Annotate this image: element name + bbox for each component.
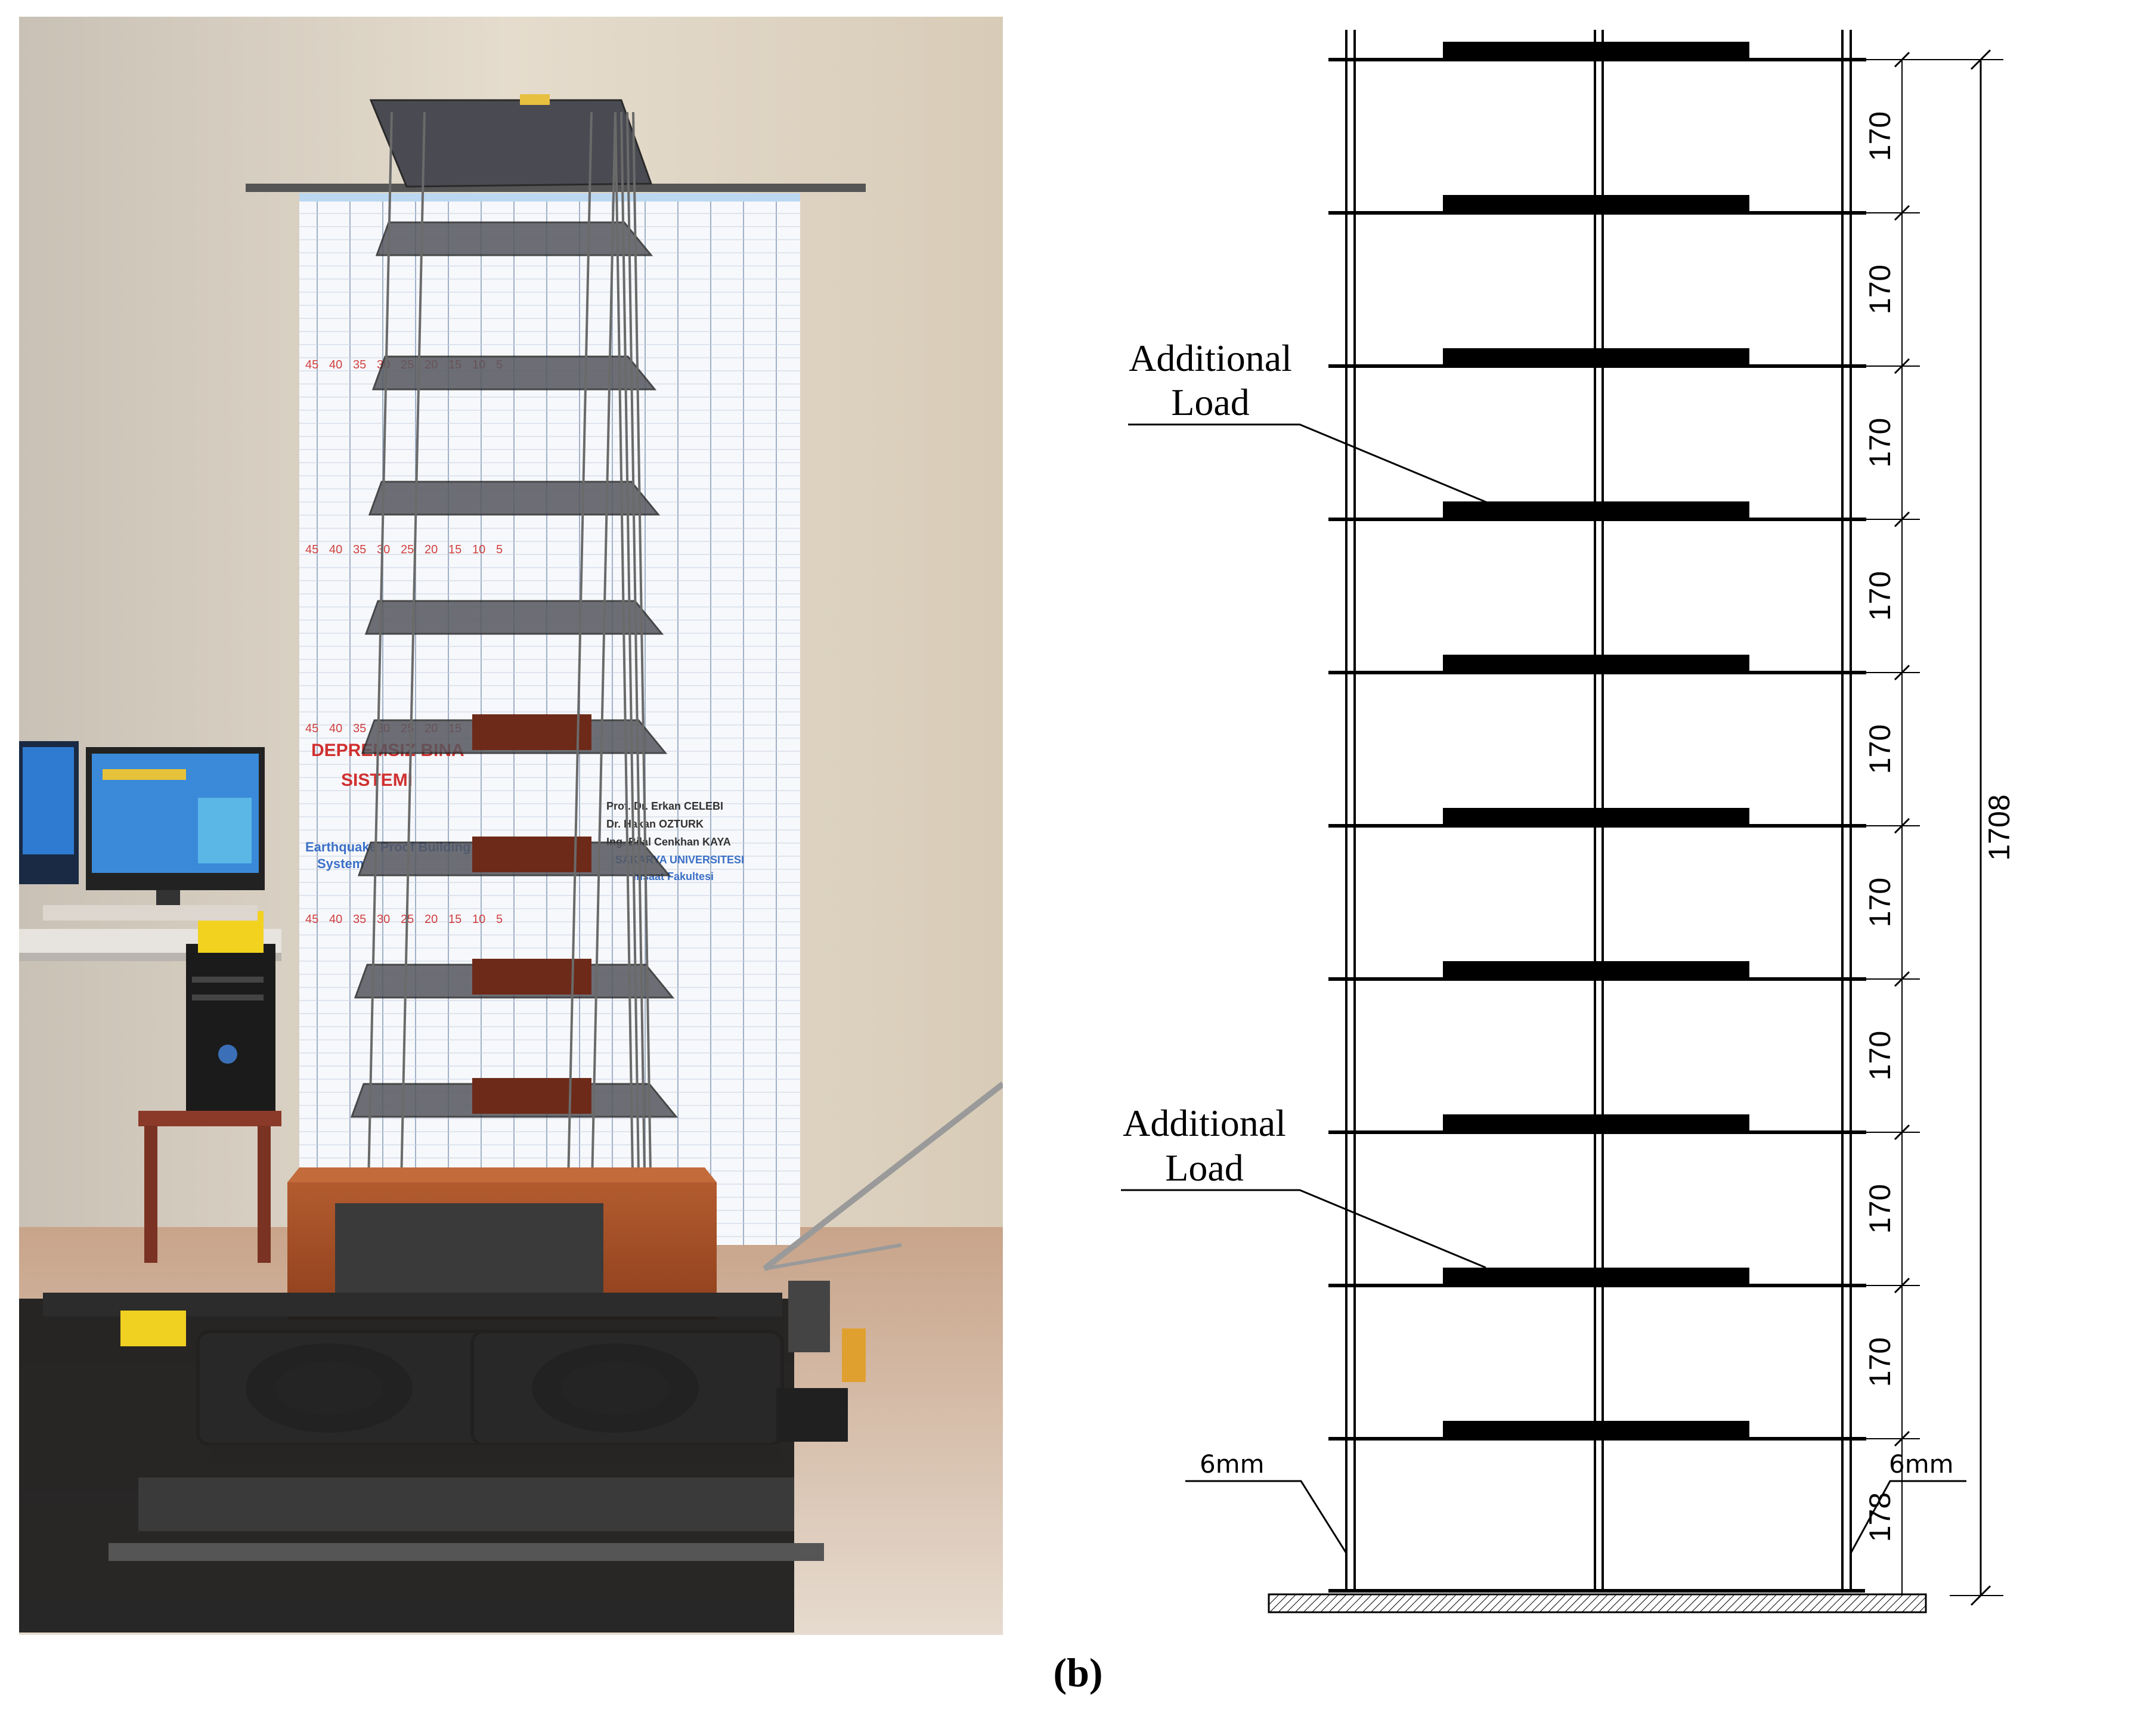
scale-number: 40 — [329, 913, 342, 926]
additional-load-block — [472, 1078, 591, 1114]
story-dimension: 170 — [1855, 817, 1920, 979]
model-column — [566, 111, 593, 1210]
annotation-2-line2: Load — [1165, 1147, 1244, 1189]
scale-number: 20 — [425, 913, 438, 926]
banner-rod — [246, 184, 866, 192]
scale-number: 45 — [305, 913, 318, 926]
computer-desk — [19, 741, 281, 1263]
floor-slab — [1328, 1421, 1866, 1441]
scale-number: 35 — [353, 358, 366, 371]
ground-hatch — [1268, 1593, 1927, 1613]
scale-number: 45 — [305, 358, 318, 371]
annotation-2-line1: Additional — [1123, 1102, 1286, 1144]
annotation-1-line2: Load — [1171, 381, 1250, 423]
model-column — [626, 111, 646, 1210]
banner-left-line2: System — [317, 856, 364, 871]
floor-slab — [1328, 501, 1866, 521]
model-column — [620, 111, 640, 1210]
model-column — [367, 111, 393, 1210]
model-column — [399, 111, 426, 1210]
floor-slab — [1328, 1114, 1866, 1134]
story-height-label: 170 — [1863, 878, 1897, 927]
floor-slab — [1328, 1268, 1866, 1287]
caption-label: (b) — [1053, 1650, 1103, 1695]
scale-number: 30 — [377, 913, 390, 926]
column-size-left-label: 6mm — [1200, 1449, 1265, 1479]
scale-number: 20 — [425, 543, 438, 556]
floor-slab — [1328, 195, 1866, 215]
scale-number: 15 — [448, 913, 461, 926]
scale-number: 40 — [329, 543, 342, 556]
total-height-label: 1708 — [1982, 794, 2016, 860]
model-slab — [368, 481, 661, 516]
story-height-label: 170 — [1863, 1184, 1897, 1234]
story-height-label: 170 — [1863, 111, 1897, 161]
additional-load-block — [472, 837, 591, 872]
building-model — [346, 94, 682, 1237]
scale-number: 40 — [329, 358, 342, 371]
story-height-label: 170 — [1863, 418, 1897, 467]
model-slab — [364, 600, 664, 635]
shake-table — [19, 1167, 866, 1633]
column-size-left: 6mm — [1185, 1449, 1348, 1554]
story-dimension: 170 — [1855, 205, 1920, 366]
floor-slab — [1328, 42, 1866, 61]
total-dimension: 1708 — [1855, 49, 2016, 1606]
story-dimension: 170 — [1855, 1277, 1920, 1439]
model-column — [614, 111, 634, 1210]
model-column — [590, 111, 617, 1210]
story-dimension: 170 — [1855, 1124, 1920, 1285]
model-slab — [375, 221, 653, 256]
scale-number: 35 — [353, 913, 366, 926]
banner-credit-2: Dr. Hakan OZTURK — [606, 818, 704, 830]
scale-number: 30 — [377, 543, 390, 556]
model-slab — [371, 355, 657, 391]
story-dimension: 170 — [1855, 971, 1920, 1132]
story-height-label: 170 — [1863, 724, 1897, 774]
shake-table-photo: DEPREMSIZ BINA SISTEMI Earthquake Proof … — [19, 17, 1003, 1635]
story-height-label: 170 — [1863, 1031, 1897, 1080]
story-height-label: 170 — [1863, 265, 1897, 314]
story-height-label: 170 — [1863, 571, 1897, 621]
column-size-right-label: 6mm — [1889, 1449, 1954, 1479]
scale-number: 10 — [472, 543, 485, 556]
scale-number: 45 — [305, 722, 318, 735]
column-size-right: 6mm — [1850, 1449, 1966, 1554]
scale-number: 35 — [353, 722, 366, 735]
scale-number: 5 — [496, 543, 503, 556]
story-dimension: 170 — [1855, 51, 1920, 213]
annotation-1-line1: Additional — [1129, 337, 1292, 379]
floor-slab — [1328, 808, 1866, 828]
story-dimension: 170 — [1855, 511, 1920, 673]
story-height-label: 170 — [1863, 1337, 1897, 1387]
scale-number: 45 — [305, 543, 318, 556]
scale-number: 25 — [401, 543, 414, 556]
scale-number: 15 — [448, 543, 461, 556]
banner-credit-1: Prof. Dr. Erkan CELEBI — [606, 800, 723, 812]
scale-number: 5 — [496, 913, 503, 926]
additional-load-block — [472, 714, 591, 750]
story-dimension: 170 — [1855, 358, 1920, 519]
scale-number: 40 — [329, 722, 342, 735]
model-column — [632, 111, 652, 1210]
scale-number: 35 — [353, 543, 366, 556]
floor-slab — [1328, 961, 1866, 981]
additional-load-annotation-1: Additional Load — [1128, 337, 1492, 506]
floor-slab — [1328, 655, 1866, 674]
floor-slab — [1328, 348, 1866, 368]
additional-load-annotation-2: Additional Load — [1121, 1102, 1486, 1269]
figure-caption: (b) — [0, 1649, 2156, 1696]
story-dimension: 170 — [1855, 664, 1920, 826]
scale-number: 10 — [472, 913, 485, 926]
